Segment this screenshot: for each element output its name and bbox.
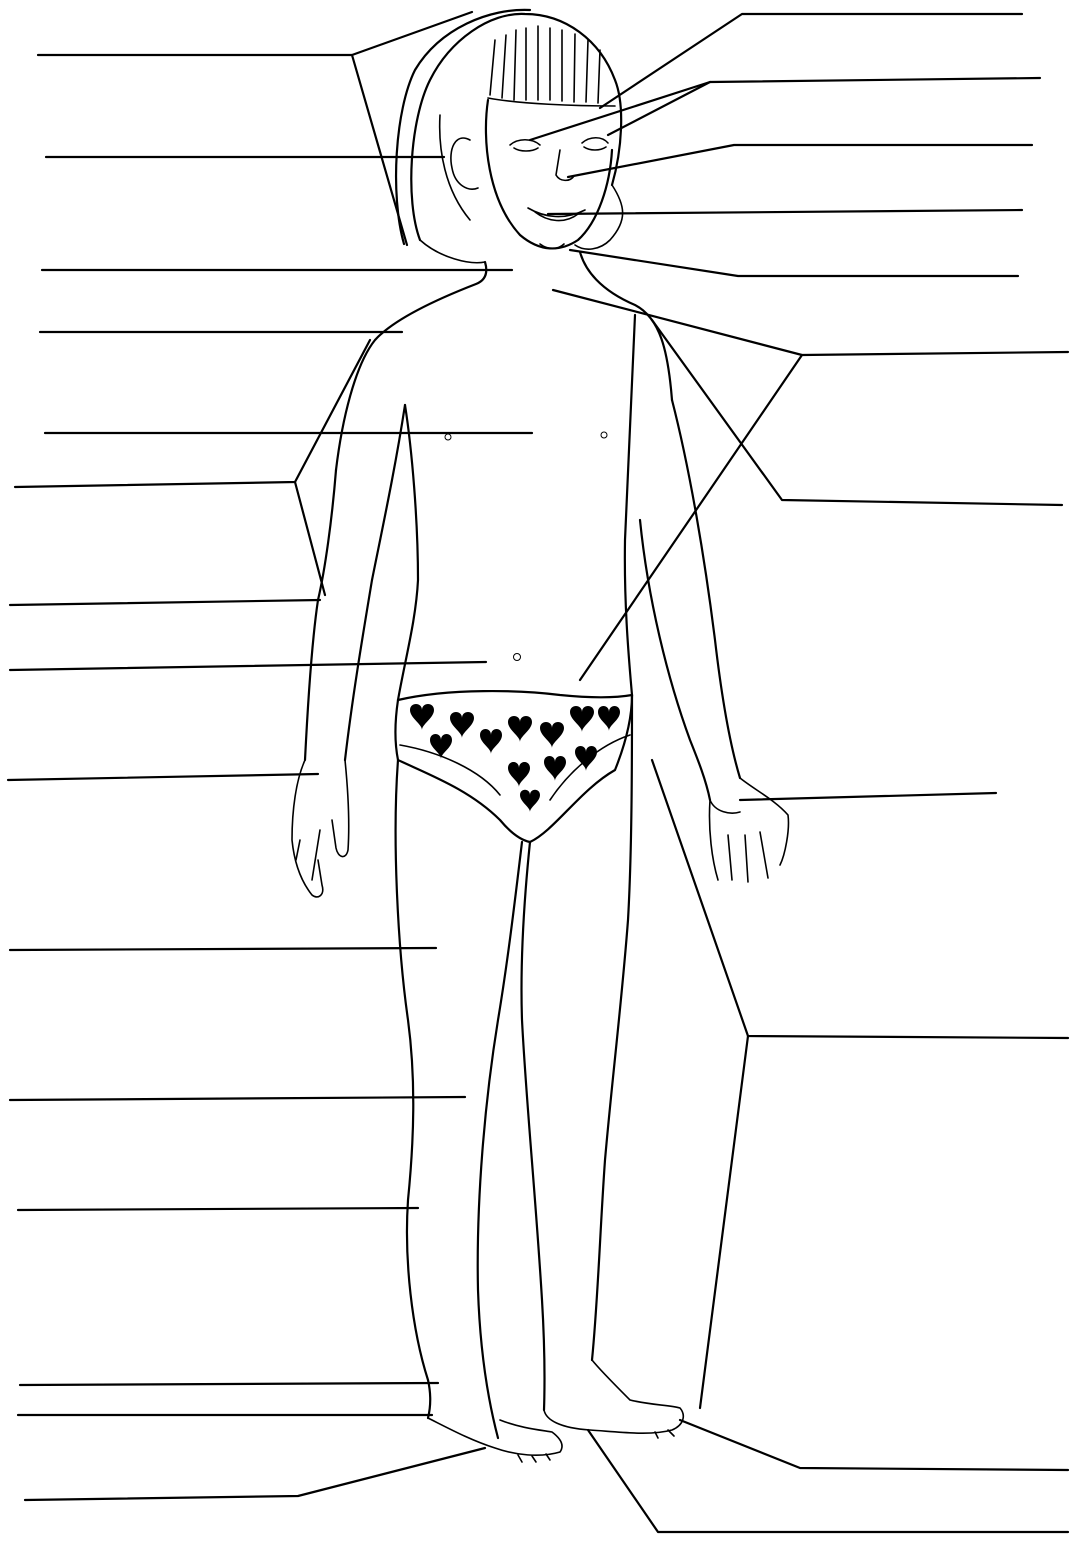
label-leader-line <box>652 760 1068 1038</box>
label-leader-line <box>18 1208 418 1210</box>
label-leader-line <box>568 145 1032 177</box>
label-leader-lines <box>8 12 1068 1532</box>
label-leader-line <box>580 355 802 680</box>
legs <box>396 695 684 1462</box>
label-leader-line <box>10 948 436 950</box>
label-leader-line <box>570 250 1018 276</box>
nipple-left <box>445 434 451 440</box>
ear-outline <box>451 138 478 189</box>
label-leader-line <box>8 774 318 780</box>
arm-right-of-viewer-left <box>292 405 405 897</box>
nipple-right <box>601 432 607 438</box>
label-leader-line <box>530 78 1040 140</box>
label-leader-line <box>295 482 325 595</box>
label-leader-line <box>25 1448 485 1500</box>
label-leader-line <box>38 55 407 245</box>
label-leader-line <box>10 662 486 670</box>
label-leader-line <box>588 1430 1068 1532</box>
label-leader-line <box>740 793 996 800</box>
underwear <box>395 691 632 842</box>
hair <box>396 10 623 263</box>
label-leader-line <box>608 82 710 135</box>
label-leader-line <box>700 1036 748 1408</box>
label-leader-line <box>20 1383 438 1385</box>
label-leader-line <box>10 600 320 605</box>
label-leader-line <box>600 14 1022 108</box>
label-leader-line <box>548 210 1022 214</box>
torso <box>336 252 672 700</box>
label-leader-line <box>10 1097 465 1100</box>
label-leader-line <box>15 340 370 487</box>
navel <box>514 654 521 661</box>
label-leader-line <box>553 290 1068 355</box>
label-leader-line <box>652 320 1062 505</box>
label-leader-line <box>352 12 472 55</box>
arm-left-of-viewer-right <box>640 400 788 882</box>
label-leader-line <box>680 1420 1068 1470</box>
